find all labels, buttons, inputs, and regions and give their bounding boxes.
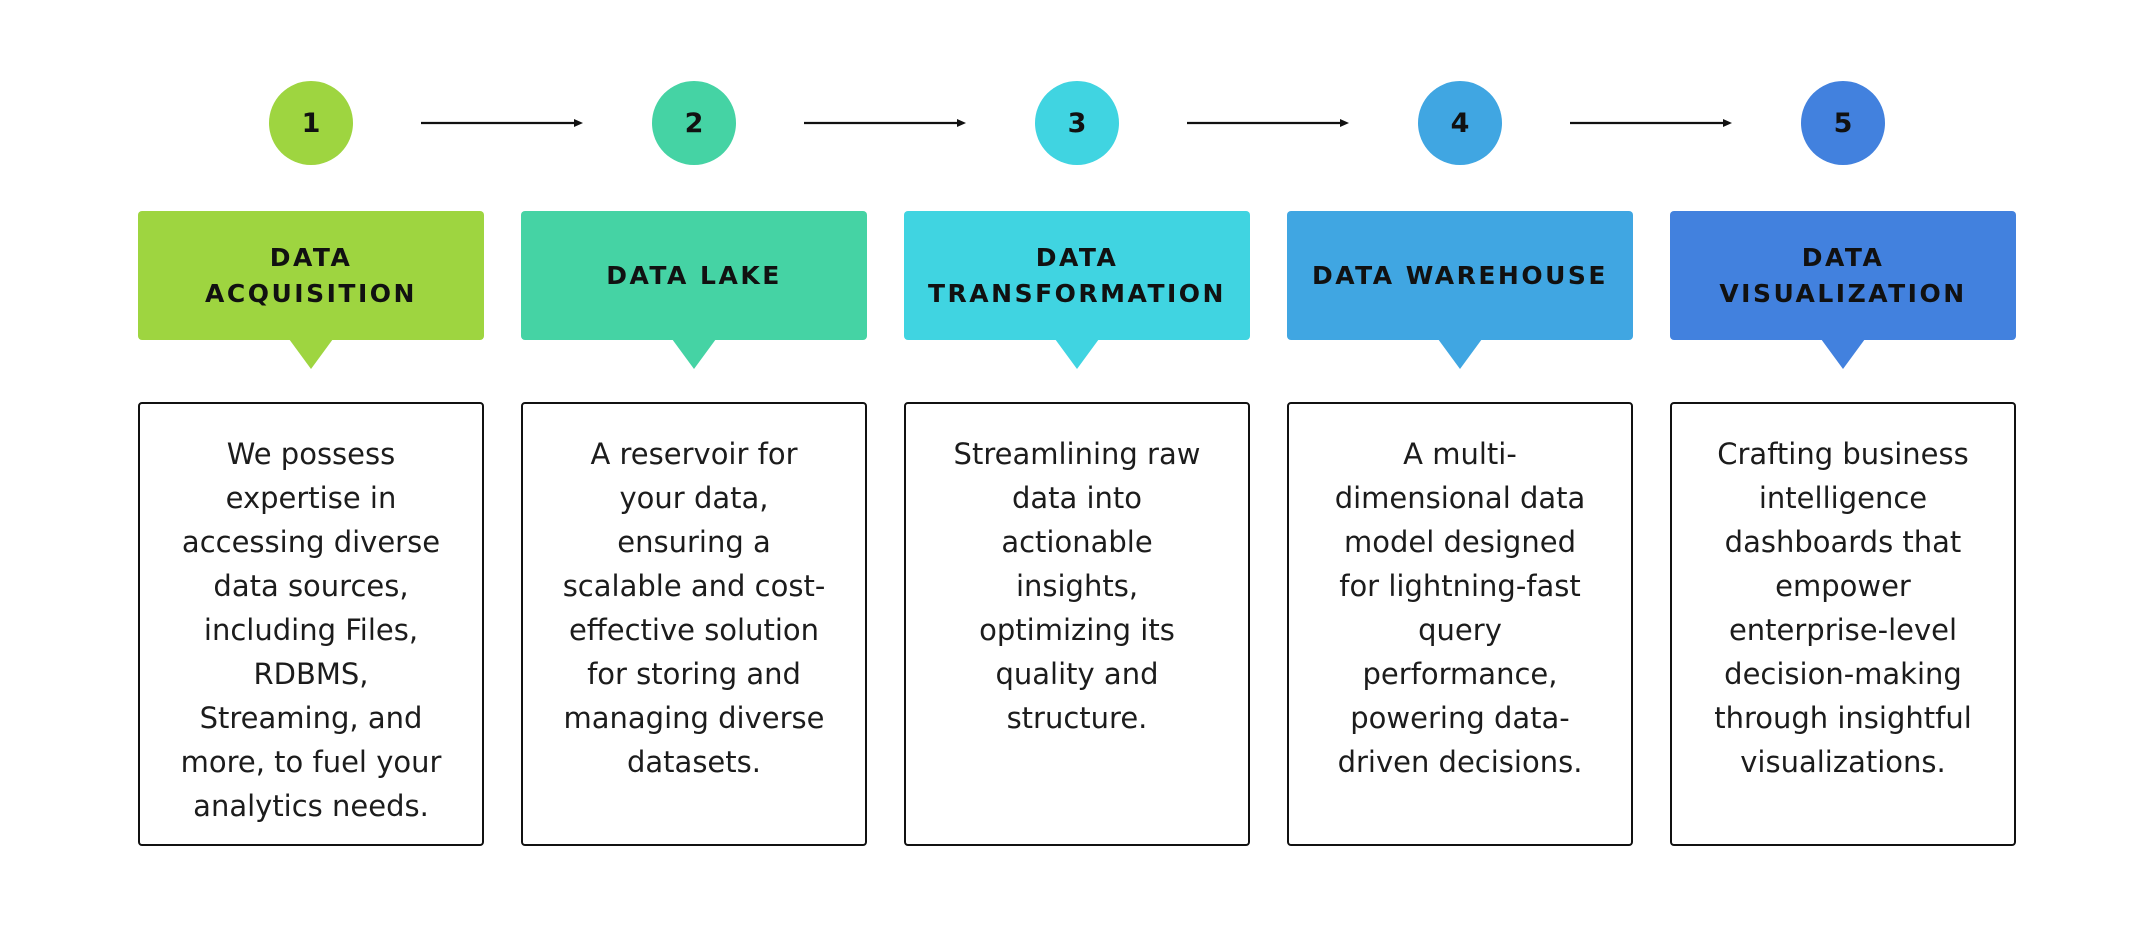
step-data-transformation: 3 DATA TRANSFORMATION Streamlining raw d…	[904, 0, 1250, 942]
step-description-box: Crafting business intelligence dashboard…	[1670, 402, 2016, 846]
step-header: DATA VISUALIZATION	[1670, 211, 2016, 369]
step-header: DATA LAKE	[521, 211, 867, 369]
arrow-right-icon	[804, 119, 966, 127]
step-title: DATA LAKE	[606, 260, 782, 290]
step-number-badge: 5	[1801, 81, 1885, 165]
step-header: DATA ACQUISITION	[138, 211, 484, 369]
arrow-right-icon	[1187, 119, 1349, 127]
step-description-box: A multi-dimensional data model designed …	[1287, 402, 1633, 846]
arrow-right-icon	[1570, 119, 1732, 127]
step-description: A multi-dimensional data model designed …	[1334, 437, 1586, 779]
step-title: DATA WAREHOUSE	[1311, 260, 1608, 290]
step-header: DATA TRANSFORMATION	[904, 211, 1250, 369]
step-description-box: We possess expertise in accessing divers…	[138, 402, 484, 846]
step-number-badge: 1	[269, 81, 353, 165]
step-title: DATA ACQUISITION	[205, 242, 417, 308]
step-title: DATA TRANSFORMATION	[928, 242, 1226, 308]
step-description: Streamlining raw data into actionable in…	[953, 437, 1201, 735]
step-description: We possess expertise in accessing divers…	[180, 437, 442, 823]
step-data-acquisition: 1 DATA ACQUISITION We possess expertise …	[138, 0, 484, 942]
step-description-box: A reservoir for your data, ensuring a sc…	[521, 402, 867, 846]
step-title: DATA VISUALIZATION	[1719, 242, 1967, 308]
step-description: A reservoir for your data, ensuring a sc…	[562, 437, 826, 779]
step-number-badge: 2	[652, 81, 736, 165]
step-header: DATA WAREHOUSE	[1287, 211, 1633, 369]
step-description-box: Streamlining raw data into actionable in…	[904, 402, 1250, 846]
step-number-badge: 4	[1418, 81, 1502, 165]
step-data-visualization: 5 DATA VISUALIZATION Crafting business i…	[1670, 0, 2016, 942]
step-data-lake: 2 DATA LAKE A reservoir for your data, e…	[521, 0, 867, 942]
arrow-right-icon	[421, 119, 583, 127]
step-data-warehouse: 4 DATA WAREHOUSE A multi-dimensional dat…	[1287, 0, 1633, 942]
step-description: Crafting business intelligence dashboard…	[1714, 437, 1972, 779]
step-number-badge: 3	[1035, 81, 1119, 165]
